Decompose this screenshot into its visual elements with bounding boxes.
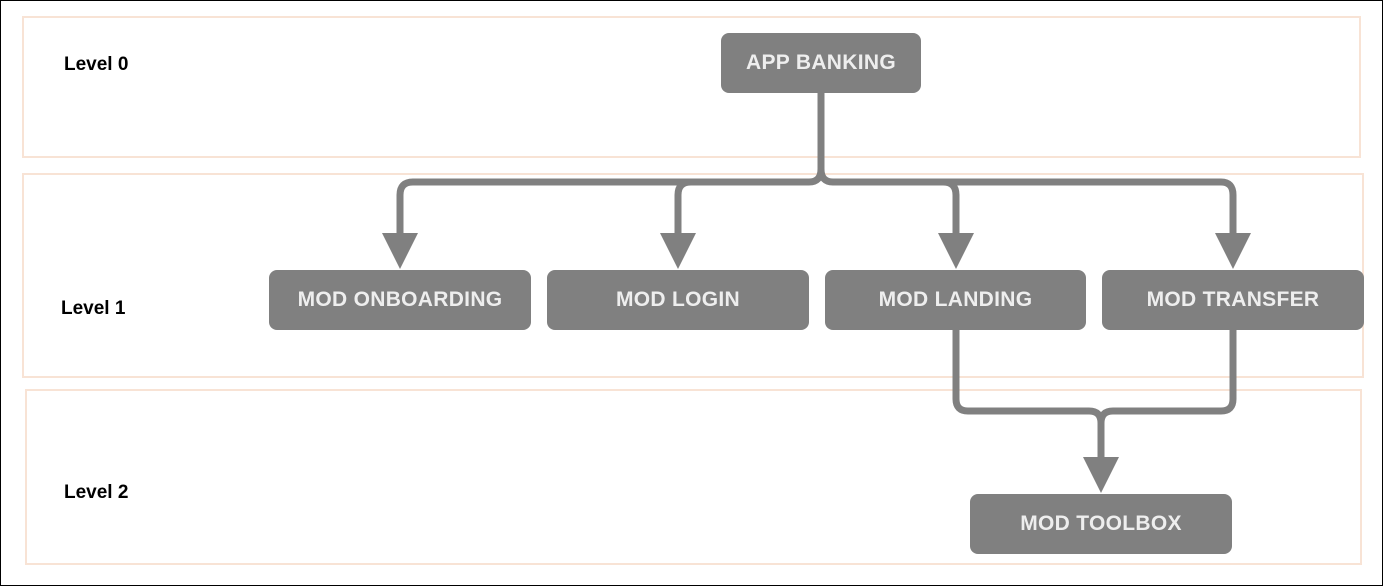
connector-to-mod-login: [674, 178, 809, 237]
node-mod-onboarding: MOD ONBOARDING: [269, 270, 531, 330]
node-mod-transfer: MOD TRANSFER: [1102, 270, 1364, 330]
node-mod-landing: MOD LANDING: [825, 270, 1086, 330]
arrowhead-mod-login: [660, 233, 696, 269]
level-0-band: [22, 16, 1361, 158]
connector-app-banking-trunk: [808, 93, 825, 186]
arrowhead-mod-landing: [938, 233, 974, 269]
connector-from-mod-landing: [952, 330, 1105, 459]
node-mod-login: MOD LOGIN: [547, 270, 809, 330]
connector-to-mod-transfer: [833, 178, 1237, 237]
connector-to-mod-onboarding: [396, 178, 809, 237]
arrowhead-mod-toolbox: [1083, 457, 1119, 493]
level-0-label: Level 0: [64, 54, 129, 75]
node-mod-toolbox: MOD TOOLBOX: [970, 494, 1232, 554]
arrowhead-mod-onboarding: [382, 233, 418, 269]
level-1-label: Level 1: [61, 298, 126, 319]
node-app-banking: APP BANKING: [721, 33, 921, 93]
level-2-label: Level 2: [64, 482, 129, 503]
arrowhead-mod-transfer: [1215, 233, 1251, 269]
connector-from-mod-transfer: [1097, 330, 1237, 424]
